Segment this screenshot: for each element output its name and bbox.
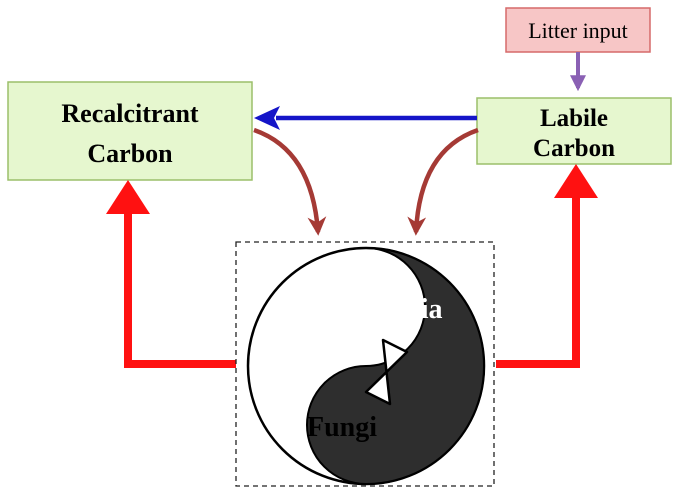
recalcitrant-label-line1: Recalcitrant — [61, 99, 199, 128]
arrow-labile-to-microbes — [407, 127, 479, 236]
arrow-labile-to-recalcitrant — [254, 106, 477, 130]
arrow-recalcitrant-to-microbes — [253, 127, 327, 236]
arrow-microbes-to-recalcitrant — [106, 180, 236, 368]
recalcitrant-label-line2: Carbon — [87, 139, 173, 168]
yin-yang-symbol: Bacteria Fungi — [246, 246, 486, 486]
bowtie-symbol — [364, 338, 409, 406]
yin-yang-dark-half — [306, 247, 485, 486]
labile-label-line1: Labile — [540, 105, 608, 132]
litter-input-box — [505, 7, 651, 53]
recalcitrant-carbon-box — [7, 81, 253, 181]
arrow-microbes-to-labile — [496, 164, 598, 368]
bacteria-label: Bacteria — [341, 294, 442, 325]
fungi-label: Fungi — [307, 412, 377, 443]
recalcitrant-carbon-node: Recalcitrant Carbon — [7, 81, 253, 181]
labile-carbon-box — [476, 97, 672, 165]
litter-input-label: Litter input — [528, 18, 628, 43]
labile-carbon-node: Labile Carbon — [476, 97, 672, 165]
microbe-frame — [235, 241, 495, 487]
litter-input-node: Litter input — [505, 7, 651, 53]
labile-label-line2: Carbon — [533, 135, 615, 162]
